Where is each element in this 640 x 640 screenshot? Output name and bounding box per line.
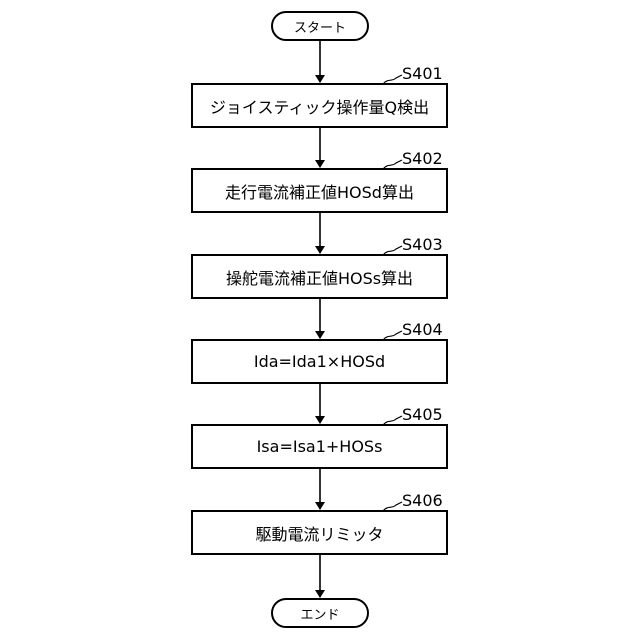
step-label-s405: S405 (402, 405, 443, 424)
step-box-s403: 操舵電流補正値HOSs算出 (191, 254, 448, 299)
end-terminal: エンド (271, 598, 369, 628)
step-box-s402: 走行電流補正値HOSd算出 (191, 168, 448, 213)
step-label-s401: S401 (402, 64, 443, 83)
start-terminal: スタート (271, 11, 369, 41)
step-label-s402: S402 (402, 149, 443, 168)
step-box-s405: Isa=Isa1+HOSs (191, 424, 448, 469)
step-label-s403: S403 (402, 235, 443, 254)
step-box-s401: ジョイスティック操作量Q検出 (191, 83, 448, 128)
step-box-s406: 駆動電流リミッタ (191, 510, 448, 555)
step-label-s406: S406 (402, 491, 443, 510)
step-box-s404: Ida=Ida1×HOSd (191, 339, 448, 384)
step-label-s404: S404 (402, 320, 443, 339)
